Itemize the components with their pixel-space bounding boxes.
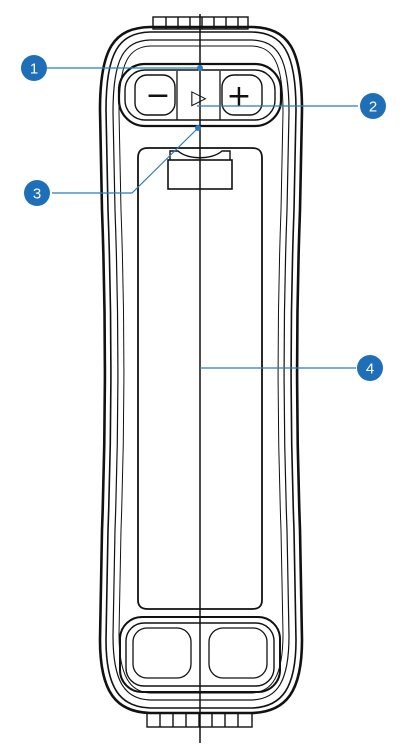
body-outline-4 xyxy=(118,45,284,694)
left-foot-pad xyxy=(132,627,192,679)
plus-button[interactable]: + xyxy=(226,79,251,114)
body-outline-2 xyxy=(105,31,297,709)
body-outer-outline xyxy=(98,25,304,715)
bottom-vent-grille xyxy=(146,712,253,728)
callout-number: 1 xyxy=(30,61,38,78)
callout-anchor-dots xyxy=(195,65,203,131)
callout-1: 1 xyxy=(21,55,47,81)
callout-3: 3 xyxy=(24,180,50,206)
back-cover-panel xyxy=(137,147,263,610)
callout-2: 2 xyxy=(360,93,386,119)
callout-number: 4 xyxy=(366,361,374,378)
callout-leader-3 xyxy=(52,128,198,194)
callout-leaders xyxy=(47,67,358,369)
callout-anchor-1 xyxy=(197,65,203,71)
minus-icon: − xyxy=(145,78,170,113)
right-foot-pad xyxy=(208,627,268,679)
minus-button-frame xyxy=(134,74,176,116)
callout-badge xyxy=(360,93,386,119)
minus-button[interactable]: − xyxy=(145,78,170,113)
device-body xyxy=(98,25,304,715)
body-outline-3 xyxy=(112,39,290,701)
callout-4: 4 xyxy=(357,355,383,381)
callout-anchor-3 xyxy=(195,125,201,131)
callout-badge xyxy=(24,180,50,206)
callout-number: 3 xyxy=(33,186,41,203)
callout-badge xyxy=(21,55,47,81)
plus-button-frame xyxy=(221,74,263,116)
callout-number: 2 xyxy=(369,99,377,116)
callout-badge xyxy=(357,355,383,381)
plus-icon: + xyxy=(226,79,251,114)
